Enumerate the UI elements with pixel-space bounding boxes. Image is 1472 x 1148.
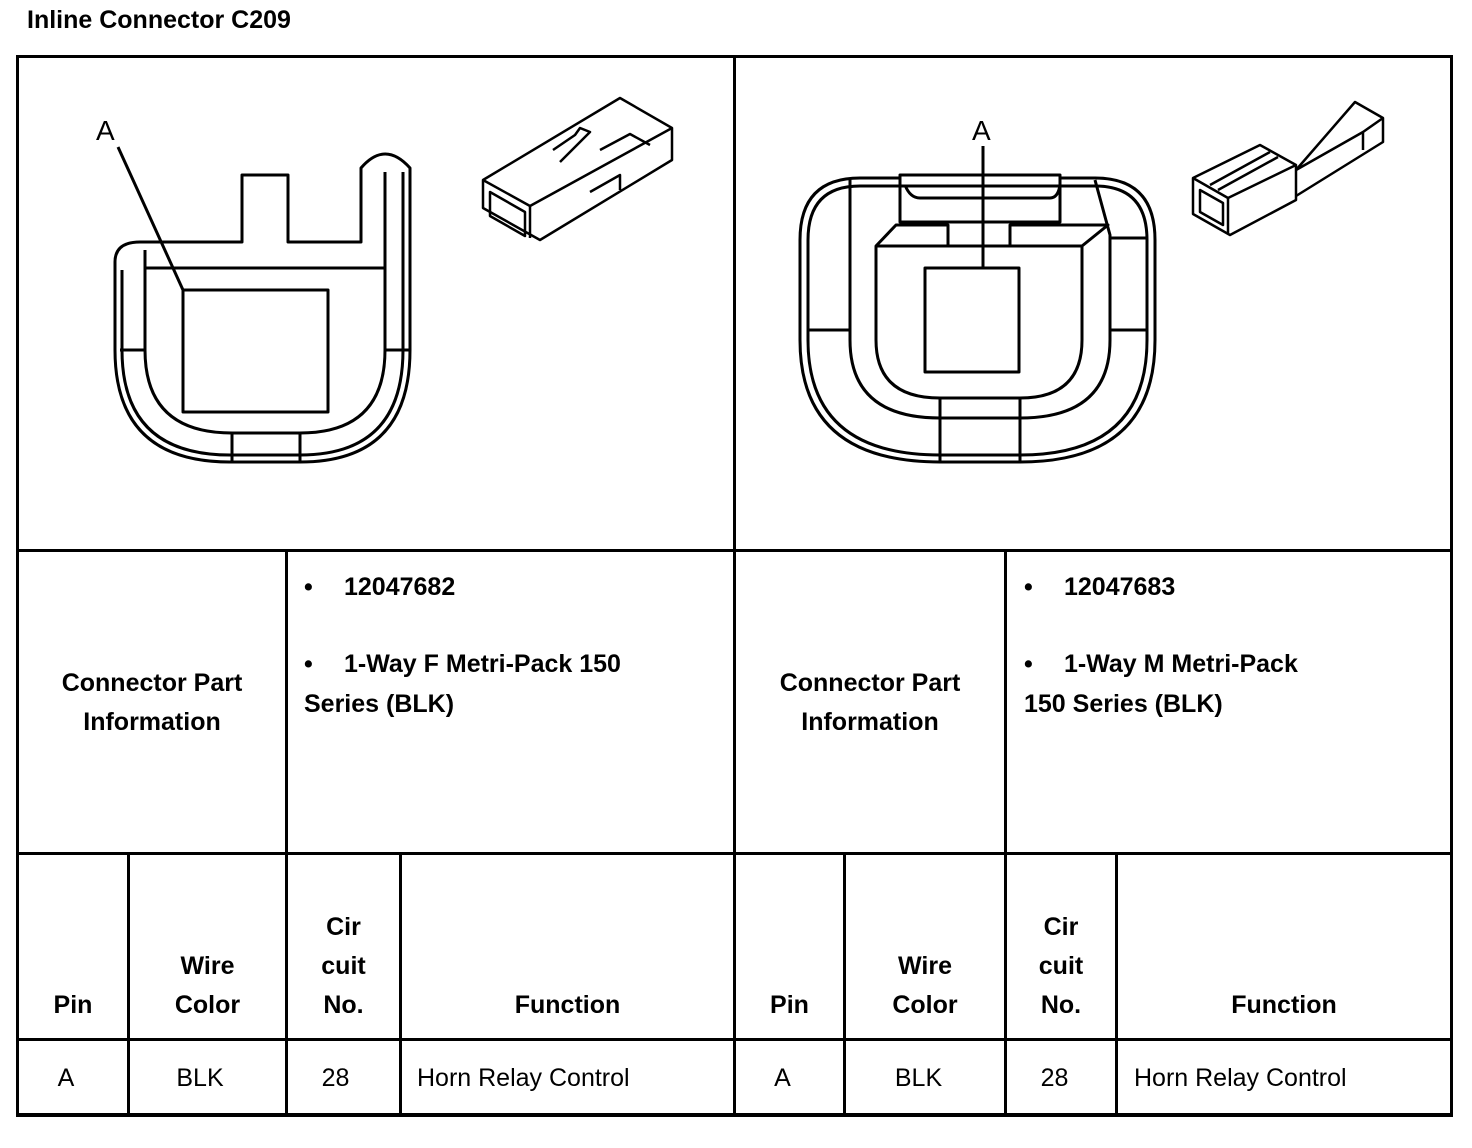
table-row-right-circuit: 28: [1040, 1064, 1069, 1092]
row-divider-info: [16, 852, 1453, 855]
info-split-right: [1004, 549, 1007, 1117]
part-number-item: • 12047683: [1024, 567, 1444, 607]
col-split-left-pin: [127, 852, 130, 1117]
part-info-list-right: • 12047683 • 1-Way M Metri-Pack 150 Seri…: [1024, 567, 1444, 724]
bullet-icon: •: [1024, 573, 1033, 601]
description-item: • 1-Way F Metri-Pack 150: [304, 644, 724, 684]
cavity-a-label-left: A: [96, 115, 115, 146]
info-label-line2: Information: [801, 708, 939, 736]
table-row-right-wire-color: BLK: [894, 1064, 943, 1092]
male-connector-face-drawing: A: [798, 115, 1157, 464]
table-border-middle: [733, 55, 736, 1117]
table-border-bottom: [16, 1113, 1453, 1117]
bullet-icon: •: [304, 573, 313, 601]
header-function-right: Function: [1231, 991, 1337, 1019]
table-row-left-pin: A: [57, 1064, 75, 1092]
connector-part-info-label-right: Connector Part Information: [736, 664, 1004, 742]
description-line2: 150 Series (BLK): [1024, 690, 1223, 718]
female-connector-iso-drawing: [481, 96, 674, 242]
table-border-left: [16, 55, 19, 1117]
header-pin-left: Pin: [53, 991, 93, 1019]
header-wire-color-left: Wire Color: [174, 952, 241, 1019]
header-circuit-right: Cir cuit No.: [1038, 913, 1084, 1019]
info-label-line1: Connector Part: [61, 669, 243, 697]
col-split-left-func: [399, 852, 402, 1117]
table-row-left-circuit: 28: [321, 1064, 350, 1092]
connector-part-info-label-left: Connector Part Information: [19, 664, 285, 742]
bullet-icon: •: [304, 650, 313, 678]
header-wire-color-right: Wire Color: [892, 952, 958, 1019]
part-info-list-left: • 12047682 • 1-Way F Metri-Pack 150 Seri…: [304, 567, 724, 724]
table-border-right: [1450, 55, 1453, 1117]
info-label-line2: Information: [83, 708, 221, 736]
part-number: 12047683: [1064, 573, 1176, 601]
description-line1: 1-Way F Metri-Pack 150: [344, 650, 621, 678]
table-row-right-pin: A: [774, 1064, 791, 1092]
header-function-left: Function: [514, 991, 621, 1019]
col-split-right-pin: [843, 852, 846, 1117]
part-number-item: • 12047682: [304, 567, 724, 607]
description-item: • 1-Way M Metri-Pack: [1024, 644, 1444, 684]
header-circuit-left: Cir cuit No.: [321, 913, 366, 1019]
row-divider-diagram: [16, 549, 1453, 552]
table-row-left-wire-color: BLK: [176, 1064, 224, 1092]
female-connector-face-drawing: A: [96, 115, 412, 464]
cavity-a-label-right: A: [972, 115, 991, 146]
info-split-left: [285, 549, 288, 1117]
row-divider-header: [16, 1038, 1453, 1041]
description-line2: Series (BLK): [304, 690, 455, 718]
col-split-right-func: [1115, 852, 1118, 1117]
header-pin-right: Pin: [770, 991, 809, 1019]
bullet-icon: •: [1024, 650, 1033, 678]
description-line1: 1-Way M Metri-Pack: [1064, 650, 1298, 678]
info-label-line1: Connector Part: [779, 669, 961, 697]
page-title: Inline Connector C209: [27, 6, 291, 34]
table-row-right-function: Horn Relay Control: [1134, 1064, 1347, 1092]
part-number: 12047682: [344, 573, 456, 601]
table-row-left-function: Horn Relay Control: [417, 1064, 630, 1092]
male-connector-iso-drawing: [1191, 100, 1385, 237]
